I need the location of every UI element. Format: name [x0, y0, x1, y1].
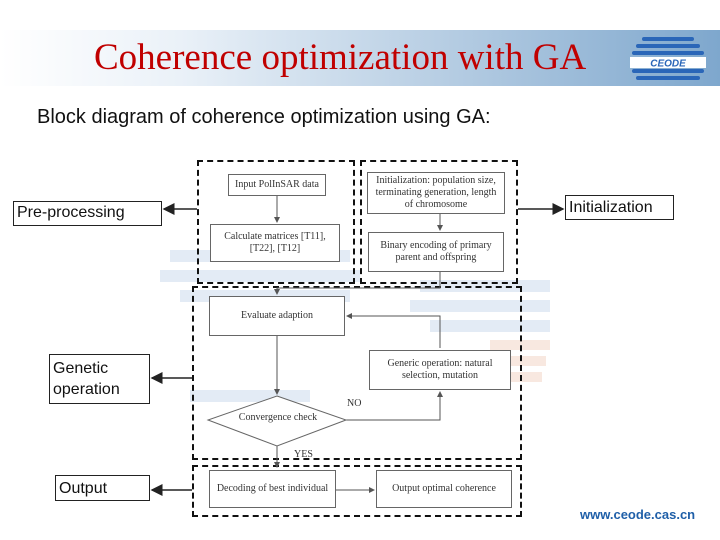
- slide-subtitle: Block diagram of coherence optimization …: [37, 106, 491, 128]
- logo-text: CEODE: [650, 59, 686, 70]
- slide-title: Coherence optimization with GA: [94, 37, 587, 78]
- initialization-node: Initialization: population size, termina…: [367, 172, 505, 214]
- yes-label: YES: [294, 449, 313, 460]
- evaluate-adaption-node: Evaluate adaption: [209, 296, 345, 336]
- initialization-group: [360, 160, 518, 284]
- preprocessing-group: [197, 160, 355, 284]
- decoding-node: Decoding of best individual: [209, 470, 336, 508]
- genetic-operation-group: [192, 286, 522, 460]
- footer-url: www.ceode.cas.cn: [580, 507, 696, 522]
- no-label: NO: [347, 398, 362, 409]
- header-band: [0, 30, 720, 86]
- output-group: [192, 465, 522, 517]
- ceode-logo: CEODE: [630, 37, 706, 80]
- preprocessing-label: Pre-processing: [13, 201, 162, 226]
- convergence-check-text: Convergence check: [238, 412, 318, 423]
- generic-operation-node: Generic operation: natural selection, mu…: [369, 350, 511, 390]
- input-node: Input PolInSAR data: [228, 174, 326, 196]
- binary-encoding-node: Binary encoding of primary parent and of…: [368, 232, 504, 272]
- initialization-label: Initialization: [565, 195, 674, 220]
- genetic-operation-label: Genetic operation: [49, 354, 150, 404]
- output-label: Output: [55, 475, 150, 501]
- output-optimal-node: Output optimal coherence: [376, 470, 512, 508]
- calculate-matrices-node: Calculate matrices [T11], [T22], [T12]: [210, 224, 340, 262]
- convergence-diamond: [206, 395, 348, 447]
